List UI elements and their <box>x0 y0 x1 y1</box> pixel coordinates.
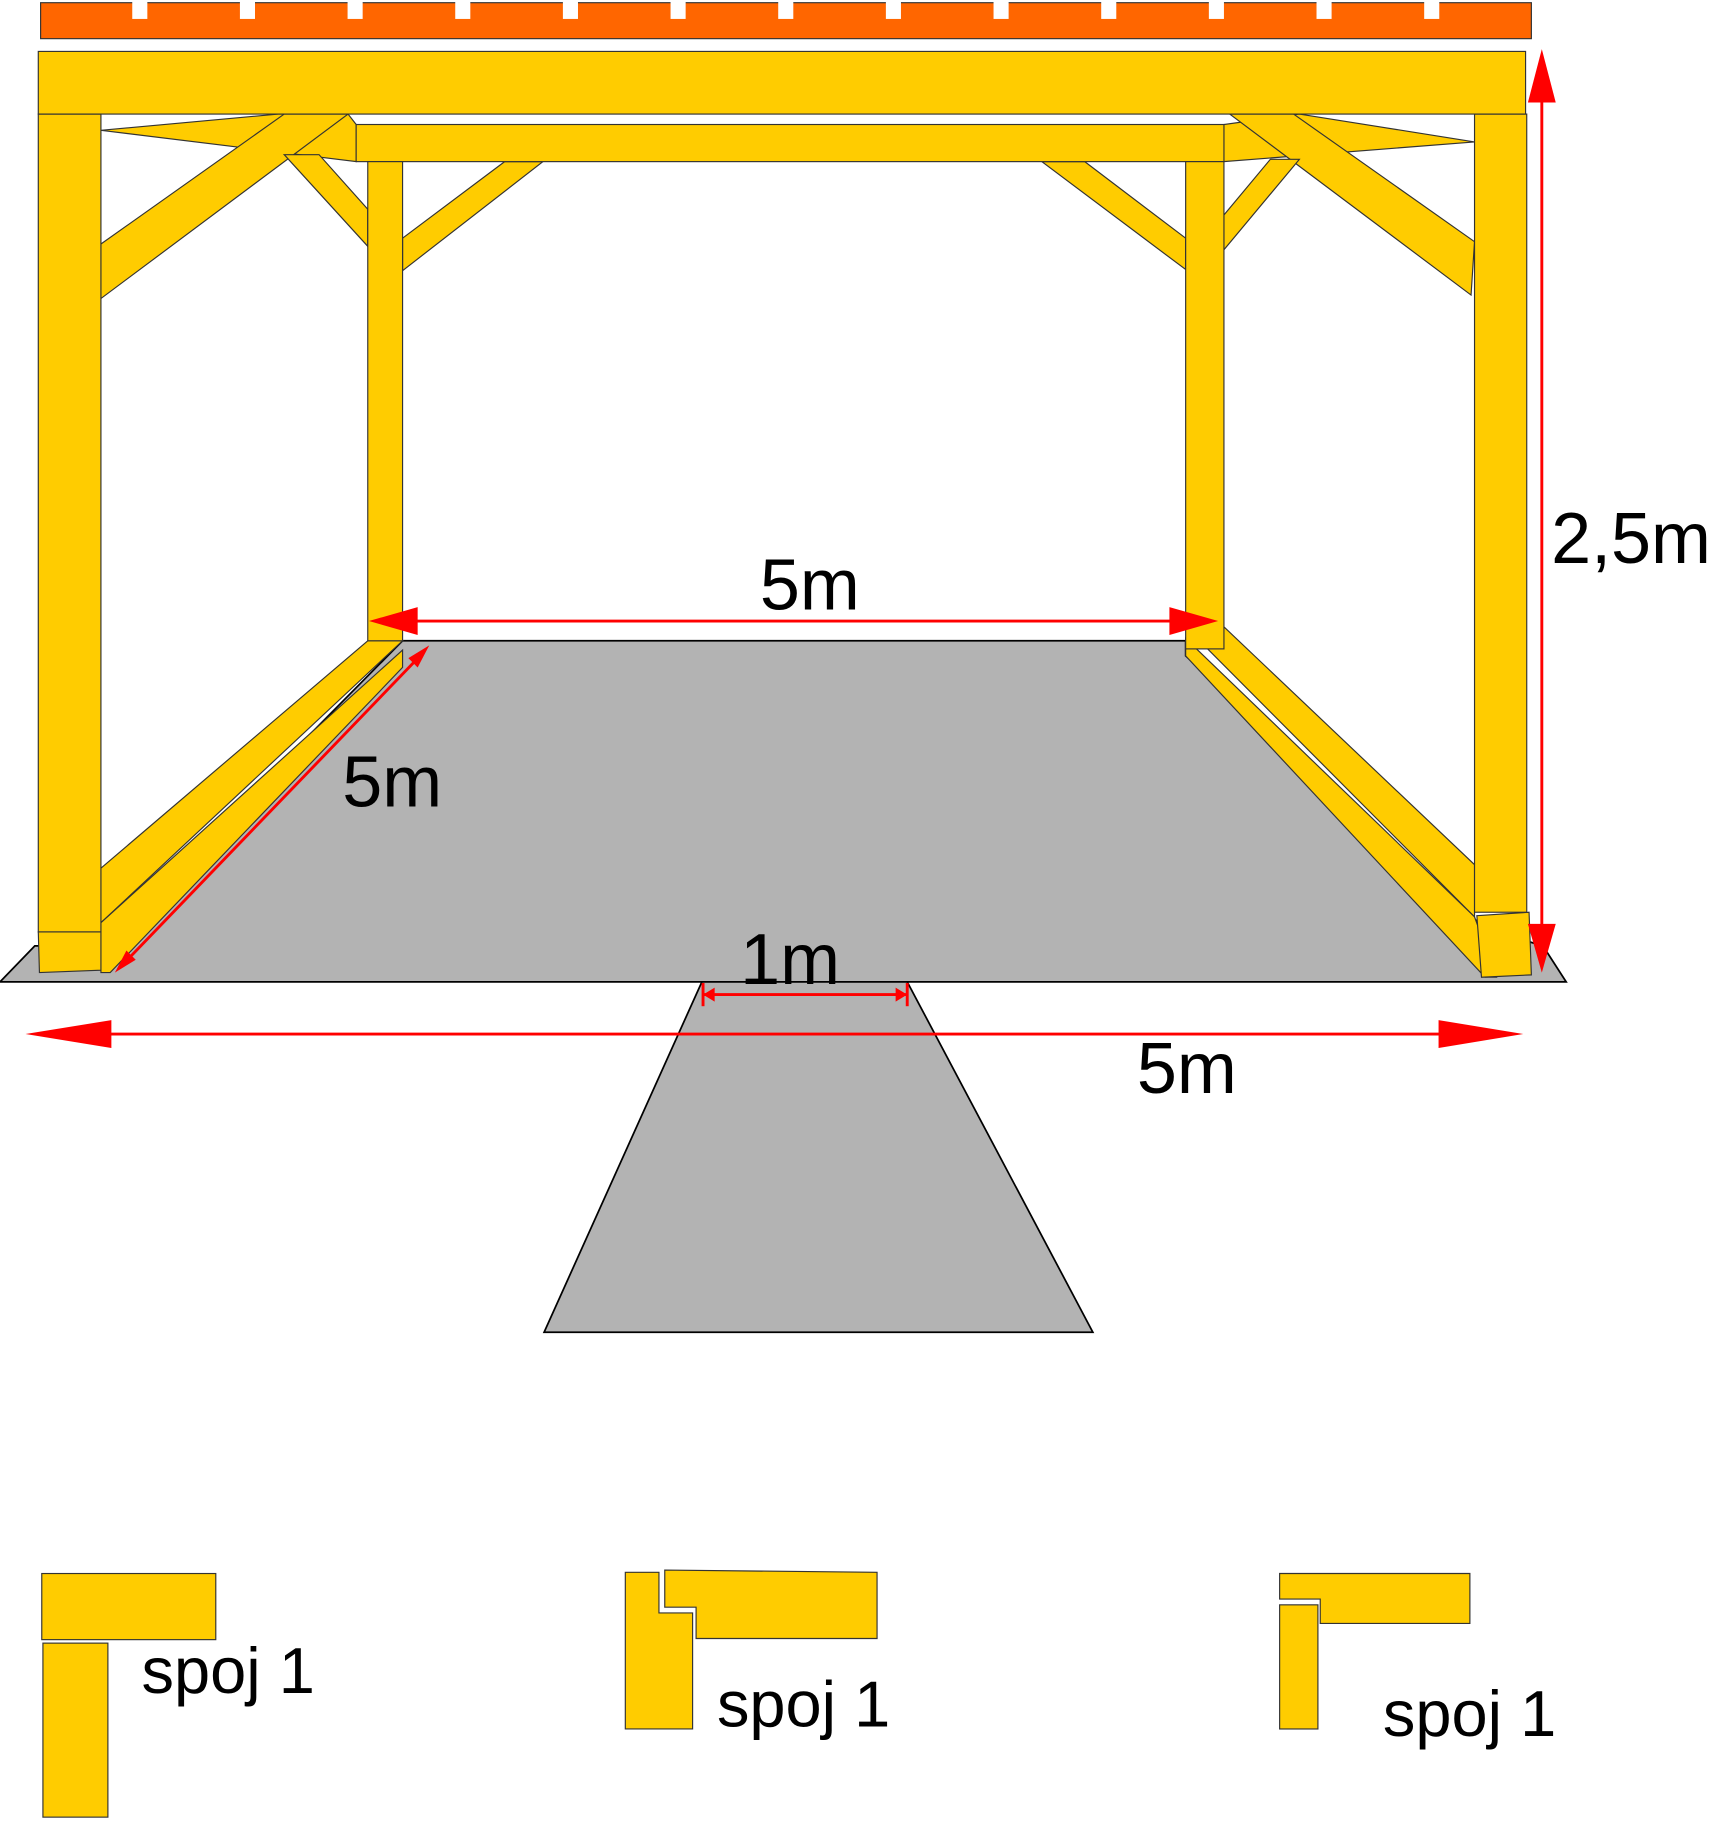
entrance-path <box>542 980 1095 1334</box>
height-label: 2,5m <box>1551 499 1711 579</box>
joint-label-2: spoj 1 <box>717 1668 890 1741</box>
roof-notch <box>239 1 255 19</box>
joint-detail-2: spoj 1 <box>624 1569 890 1741</box>
rear-right-post <box>1185 161 1225 650</box>
roof-notch <box>132 1 148 19</box>
front-left-post-foot <box>37 931 102 974</box>
roof-notch <box>993 1 1009 19</box>
entrance-width-dimension: 1m <box>701 920 909 1007</box>
rear-beam <box>355 123 1225 163</box>
height-dimension: 2,5m <box>1527 49 1711 973</box>
joint-detail-3: spoj 1 <box>1279 1572 1556 1750</box>
front-width-dimension: 5m <box>25 1020 1524 1109</box>
roof-notch <box>1208 1 1224 19</box>
front-width-label: 5m <box>1137 1029 1237 1109</box>
joint-detail-1: spoj 1 <box>41 1572 315 1818</box>
front-right-post <box>1473 113 1528 913</box>
roof-notch <box>778 1 794 19</box>
depth-label: 5m <box>342 743 442 823</box>
depth-dimension: 5m <box>114 645 442 973</box>
roof-notch <box>670 1 686 19</box>
inner-width-dimension: 5m <box>368 545 1219 635</box>
inner-width-label: 5m <box>760 545 860 625</box>
braces <box>100 113 1476 300</box>
roof-notch <box>1316 1 1332 19</box>
front-right-post-foot <box>1476 911 1532 978</box>
entrance-width-label: 1m <box>740 920 840 1000</box>
roof-notch <box>562 1 578 19</box>
rear-left-post <box>367 161 404 642</box>
roof-notch <box>455 1 471 19</box>
roof-notch <box>885 1 901 19</box>
front-left-post <box>37 113 102 933</box>
front-beam <box>37 50 1527 115</box>
roof-notch <box>347 1 363 19</box>
roof-notch <box>1101 1 1117 19</box>
joint-label-3: spoj 1 <box>1383 1677 1556 1750</box>
roof-notch <box>1424 1 1440 19</box>
joint-label-1: spoj 1 <box>142 1634 315 1707</box>
roof-battens <box>40 1 1532 40</box>
